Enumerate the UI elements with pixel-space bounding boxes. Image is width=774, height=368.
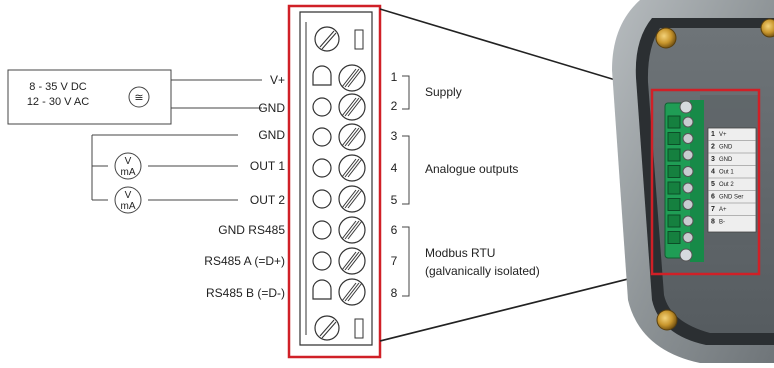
device-terminal-6 <box>667 198 681 211</box>
terminal-label-7: RS485 A (=D+) <box>204 254 285 268</box>
device-label-text-6: GND Ser <box>719 195 743 201</box>
wire-entry-8 <box>312 279 332 300</box>
device-screw-5 <box>682 182 694 194</box>
wire-entry-3 <box>312 127 332 147</box>
group-brackets <box>402 75 410 297</box>
device-label-num-5: 5 <box>711 181 715 188</box>
wire-entry-6 <box>312 220 332 240</box>
device-terminal-1 <box>667 115 681 129</box>
meter-2-top: V <box>125 190 132 201</box>
terminal-row-3 <box>312 123 366 151</box>
group-modbus-1: Modbus RTU <box>425 246 495 260</box>
device-terminal-5 <box>667 181 681 195</box>
group-analogue: Analogue outputs <box>425 162 518 176</box>
terminal-label-6: GND RS485 <box>218 223 285 237</box>
meter-2: V mA <box>114 186 142 214</box>
device-label-text-1: V+ <box>719 132 727 138</box>
terminal-row-6 <box>312 216 366 244</box>
housing-screw-bottom <box>656 309 678 331</box>
device-highlight-frame <box>650 88 761 276</box>
device-label-num-3: 3 <box>711 156 715 163</box>
device-screw-2 <box>682 133 694 144</box>
terminal-row-8 <box>312 278 366 306</box>
wire-entry-2 <box>312 97 332 117</box>
terminal-number-8: 8 <box>391 286 398 300</box>
wire-entry-5 <box>312 189 332 209</box>
meter-2-bottom: mA <box>121 201 136 212</box>
device-screw-7 <box>682 215 694 227</box>
device-label-text-8: B- <box>719 220 725 226</box>
device-label-num-7: 7 <box>711 206 715 213</box>
terminal-row-7 <box>312 247 366 275</box>
terminal-number-5: 5 <box>391 193 398 207</box>
terminal-label-1: V+ <box>270 73 285 87</box>
terminal-label-4: OUT 1 <box>250 159 285 173</box>
terminal-row-5 <box>312 185 366 213</box>
device-label-card <box>707 127 757 233</box>
terminal-row-1 <box>312 64 366 92</box>
terminal-number-6: 6 <box>391 223 398 237</box>
group-labels: Supply Analogue outputs Modbus RTU (galv… <box>425 85 540 278</box>
device-screw-8 <box>682 232 694 243</box>
group-modbus-2: (galvanically isolated) <box>425 264 540 278</box>
device-label-text-2: GND <box>719 145 733 151</box>
wire-entry-7 <box>312 251 332 271</box>
terminal-number-2: 2 <box>391 99 398 113</box>
terminal-row-2 <box>312 93 366 121</box>
terminal-number-3: 3 <box>391 129 398 143</box>
device-label-num-6: 6 <box>711 194 715 201</box>
power-symbol: ≅ <box>134 92 143 104</box>
device-terminal-8 <box>667 231 681 244</box>
device-label-text-4: Out 1 <box>719 170 734 176</box>
terminal-number-4: 4 <box>391 161 398 175</box>
meter-1-top: V <box>125 156 132 167</box>
meter-1-bottom: mA <box>121 167 136 178</box>
device-screw-6 <box>682 199 694 210</box>
device-label-num-2: 2 <box>711 144 715 151</box>
group-supply: Supply <box>425 85 462 99</box>
device-screw-4 <box>682 166 694 177</box>
terminal-label-5: OUT 2 <box>250 193 285 207</box>
device-label-num-4: 4 <box>711 169 715 176</box>
terminal-labels: V+ GND GND OUT 1 OUT 2 GND RS485 RS485 A… <box>204 73 285 300</box>
output-wiring <box>91 134 238 201</box>
device-label-text-7: A+ <box>719 207 727 213</box>
device-terminal-7 <box>667 214 681 228</box>
housing-screw-right-top <box>760 18 774 38</box>
connector-highlight-frame <box>287 4 382 359</box>
device-terminal-4 <box>667 165 681 178</box>
leader-lines <box>379 8 653 342</box>
terminal-label-2: GND <box>258 101 285 115</box>
terminal-number-1: 1 <box>391 70 398 84</box>
device-terminal-2 <box>667 132 681 145</box>
terminal-number-7: 7 <box>391 254 398 268</box>
wire-entry-4 <box>312 158 332 178</box>
terminal-numbers: 1 2 3 4 5 6 7 8 <box>391 70 398 300</box>
terminal-row-4 <box>312 154 366 182</box>
device-label-text-5: Out 2 <box>719 182 734 188</box>
meter-1: V mA <box>114 152 142 180</box>
device-label-num-8: 8 <box>711 219 715 226</box>
device-terminal-3 <box>667 148 681 162</box>
device-screw-3 <box>682 149 694 161</box>
wire-entry-1 <box>312 65 332 86</box>
housing-screw-top <box>655 27 677 49</box>
power-ac-label: 12 - 30 V AC <box>27 96 89 108</box>
power-symbol-circle <box>128 86 150 108</box>
power-dc-label: 8 - 35 V DC <box>29 81 87 93</box>
terminal-label-8: RS485 B (=D-) <box>206 286 285 300</box>
device-label-num-1: 1 <box>711 131 715 138</box>
power-source: 8 - 35 V DC 12 - 30 V AC ≅ <box>7 69 262 125</box>
device-label-text-3: GND <box>719 157 733 163</box>
terminal-label-3: GND <box>258 128 285 142</box>
connector-block <box>287 4 382 359</box>
device-screw-1 <box>682 116 694 128</box>
